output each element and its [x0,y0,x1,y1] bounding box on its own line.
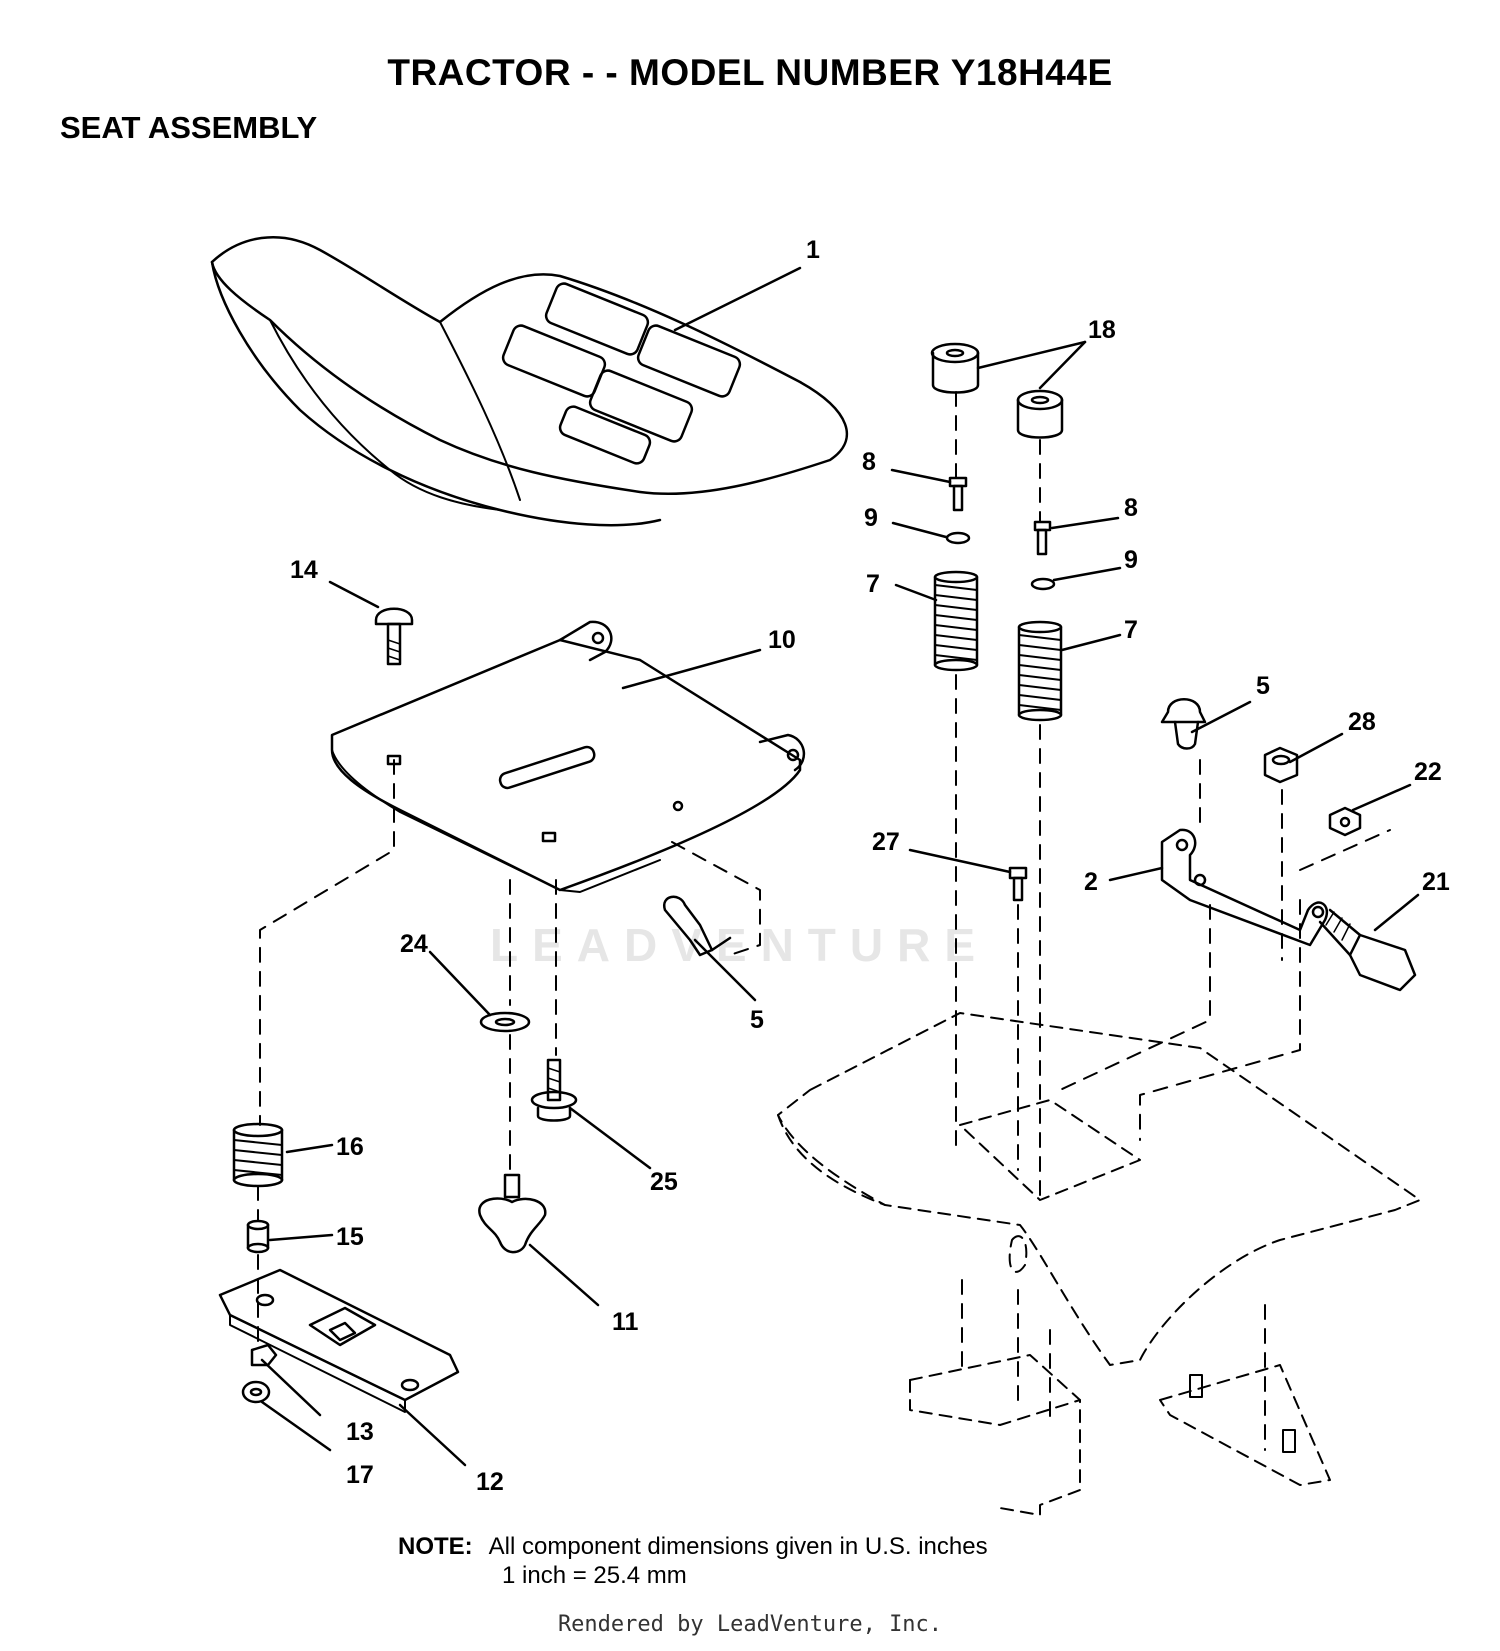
callout-27: 27 [872,828,900,856]
callout-15: 15 [336,1223,364,1251]
callout-18: 18 [1088,316,1116,344]
callout-7b: 7 [1124,616,1138,644]
spring-parts [933,570,1063,722]
callout-8a: 8 [862,448,876,476]
watermark: LEADVENTURE [490,919,990,971]
frame-bolts [1189,1374,1296,1453]
section-title: SEAT ASSEMBLY [60,110,318,145]
note-line-1: All component dimensions given in U.S. i… [488,1533,988,1560]
footer-credit: Rendered by LeadVenture, Inc. [557,1612,943,1637]
callout-21: 21 [1422,868,1450,896]
slide-plate-part [218,1268,460,1413]
callout-16: 16 [336,1133,364,1161]
leader-lines [260,266,1420,1467]
alignment-lines [257,391,1391,1451]
nut-parts [1263,746,1362,837]
seat-pan-part [330,620,806,893]
callout-14: 14 [290,556,318,584]
tractor-frame-outline [777,1012,1421,1516]
callout-5b: 5 [750,1006,764,1034]
clamp-part [1160,698,1207,750]
bumper-parts [930,342,1064,439]
callout-13: 13 [346,1418,374,1446]
callout-8b: 8 [1124,494,1138,522]
exploded-parts-diagram: 1 18 8 9 7 8 9 7 14 10 5 28 22 27 2 21 2… [210,236,1450,1516]
dimension-note: NOTE: All component dimensions given in U… [398,1532,988,1590]
callout-9b: 9 [1124,546,1138,574]
callout-11: 11 [612,1308,639,1336]
screw-washer-parts [945,476,1056,591]
shoulder-bolt-part [1318,908,1417,992]
spring-bushing-parts [232,1122,284,1254]
note-line-2: 1 inch = 25.4 mm [502,1562,687,1589]
callout-28: 28 [1348,708,1376,736]
callout-17: 17 [346,1461,374,1489]
callout-labels: 1 18 8 9 7 8 9 7 14 10 5 28 22 27 2 21 2… [290,236,1450,1496]
carriage-bolt-part [374,607,414,666]
washer-bolt-knob-parts [478,1011,578,1254]
callout-2: 2 [1084,868,1098,896]
callout-24: 24 [400,930,428,958]
callout-1: 1 [806,236,820,264]
callout-25: 25 [650,1168,678,1196]
clamp-part-2 [662,895,732,957]
screw-part [1008,866,1028,902]
callout-22: 22 [1414,758,1442,786]
callout-5a: 5 [1256,672,1270,700]
page-title: TRACTOR - - MODEL NUMBER Y18H44E [387,52,1113,93]
callout-9a: 9 [864,504,878,532]
bracket-part [1160,828,1328,947]
note-label: NOTE: [398,1533,473,1560]
callout-12: 12 [476,1468,504,1496]
callout-10: 10 [768,626,796,654]
seat-part [210,236,848,527]
callout-7a: 7 [866,570,880,598]
